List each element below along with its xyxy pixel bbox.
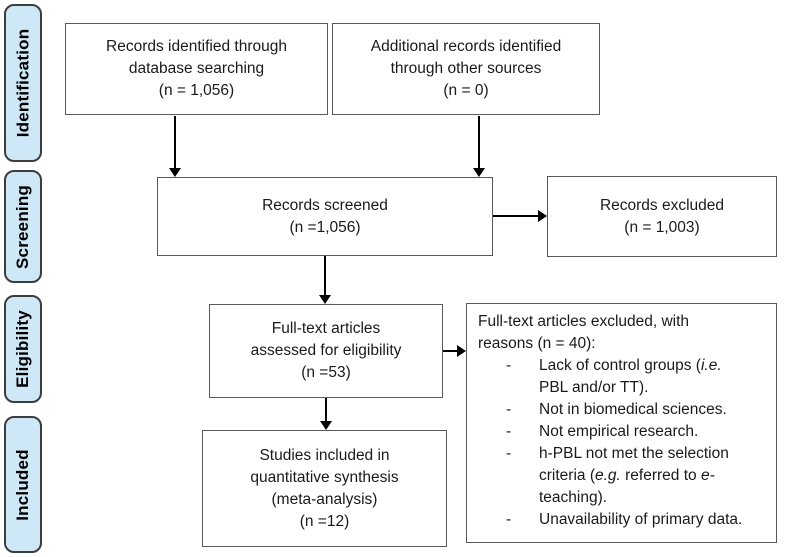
arrow-head-icon (457, 345, 466, 357)
arrow-head-icon (320, 421, 332, 430)
reasons-header-line: reasons (n = 40): (478, 335, 596, 352)
list-dash: - (506, 445, 512, 462)
box-additional-records: Additional records identified through ot… (332, 23, 600, 115)
box-studies-included: Studies included in quantitative synthes… (202, 430, 447, 547)
box-fulltext-assessed: Full-text articles assessed for eligibil… (209, 304, 443, 398)
box-line: Studies included in (259, 446, 390, 464)
box-records-screened: Records screened (n =1,056) (157, 177, 493, 256)
box-records-excluded: Records excluded (n = 1,003) (547, 176, 777, 257)
box-line: through other sources (390, 60, 542, 77)
box-fulltext-excluded-reasons: Full-text articles excluded, with reason… (466, 303, 777, 543)
reason-text: Unavailability of primary data. (539, 511, 743, 528)
box-line: (n = 1,056) (158, 82, 235, 99)
box-records-identified: Records identified through database sear… (65, 23, 328, 115)
stage-included-label: Included (13, 448, 32, 521)
box-line: Records excluded (599, 196, 725, 214)
list-dash: - (506, 401, 512, 418)
arrow-head-icon (538, 210, 547, 222)
box-line: Records identified through (106, 38, 287, 55)
stage-screening: Screening (4, 170, 42, 283)
list-dash: - (506, 423, 512, 440)
arrow-line (478, 116, 480, 168)
list-dash: - (506, 511, 512, 528)
box-line: (n = 0) (443, 82, 489, 99)
arrow-line (174, 116, 176, 168)
box-line: (n =53) (301, 364, 351, 381)
arrow-head-icon (169, 168, 181, 177)
box-line: Records screened (262, 196, 388, 214)
reason-item: - Lack of control groups (i.e.PBL and/or… (478, 355, 772, 399)
box-line: database searching (128, 60, 265, 77)
box-line: quantitative synthesis (250, 468, 399, 486)
box-line: (n =1,056) (289, 218, 361, 236)
arrow-head-icon (319, 295, 331, 304)
stage-identification: Identification (4, 4, 42, 162)
arrow-line (324, 256, 326, 295)
reason-text: Lack of control groups (i.e.PBL and/or T… (539, 357, 722, 396)
box-line: (meta-analysis) (271, 490, 378, 508)
list-dash: - (506, 357, 512, 374)
arrow-line (493, 215, 538, 217)
box-line: (n = 1,003) (624, 218, 700, 236)
arrow-line (443, 350, 457, 352)
box-line: Additional records identified (370, 38, 562, 55)
stage-included: Included (4, 416, 42, 553)
arrow-head-icon (473, 168, 485, 177)
box-line: Full-text articles (271, 320, 381, 337)
reason-item: - Not empirical research. (478, 421, 772, 443)
reason-item: - Unavailability of primary data. (478, 509, 772, 531)
reason-item: - Not in biomedical sciences. (478, 399, 772, 421)
stage-screening-label: Screening (13, 184, 32, 269)
stage-identification-label: Identification (13, 28, 33, 138)
reasons-header-line: Full-text articles excluded, with (478, 313, 690, 330)
reason-text: Not empirical research. (539, 423, 699, 440)
stage-eligibility-label: Eligibility (13, 310, 33, 388)
stage-eligibility: Eligibility (4, 295, 42, 403)
box-line: assessed for eligibility (250, 342, 402, 359)
box-line: (n =12) (299, 512, 350, 530)
arrow-line (325, 398, 327, 421)
reason-text: Not in biomedical sciences. (539, 401, 727, 418)
